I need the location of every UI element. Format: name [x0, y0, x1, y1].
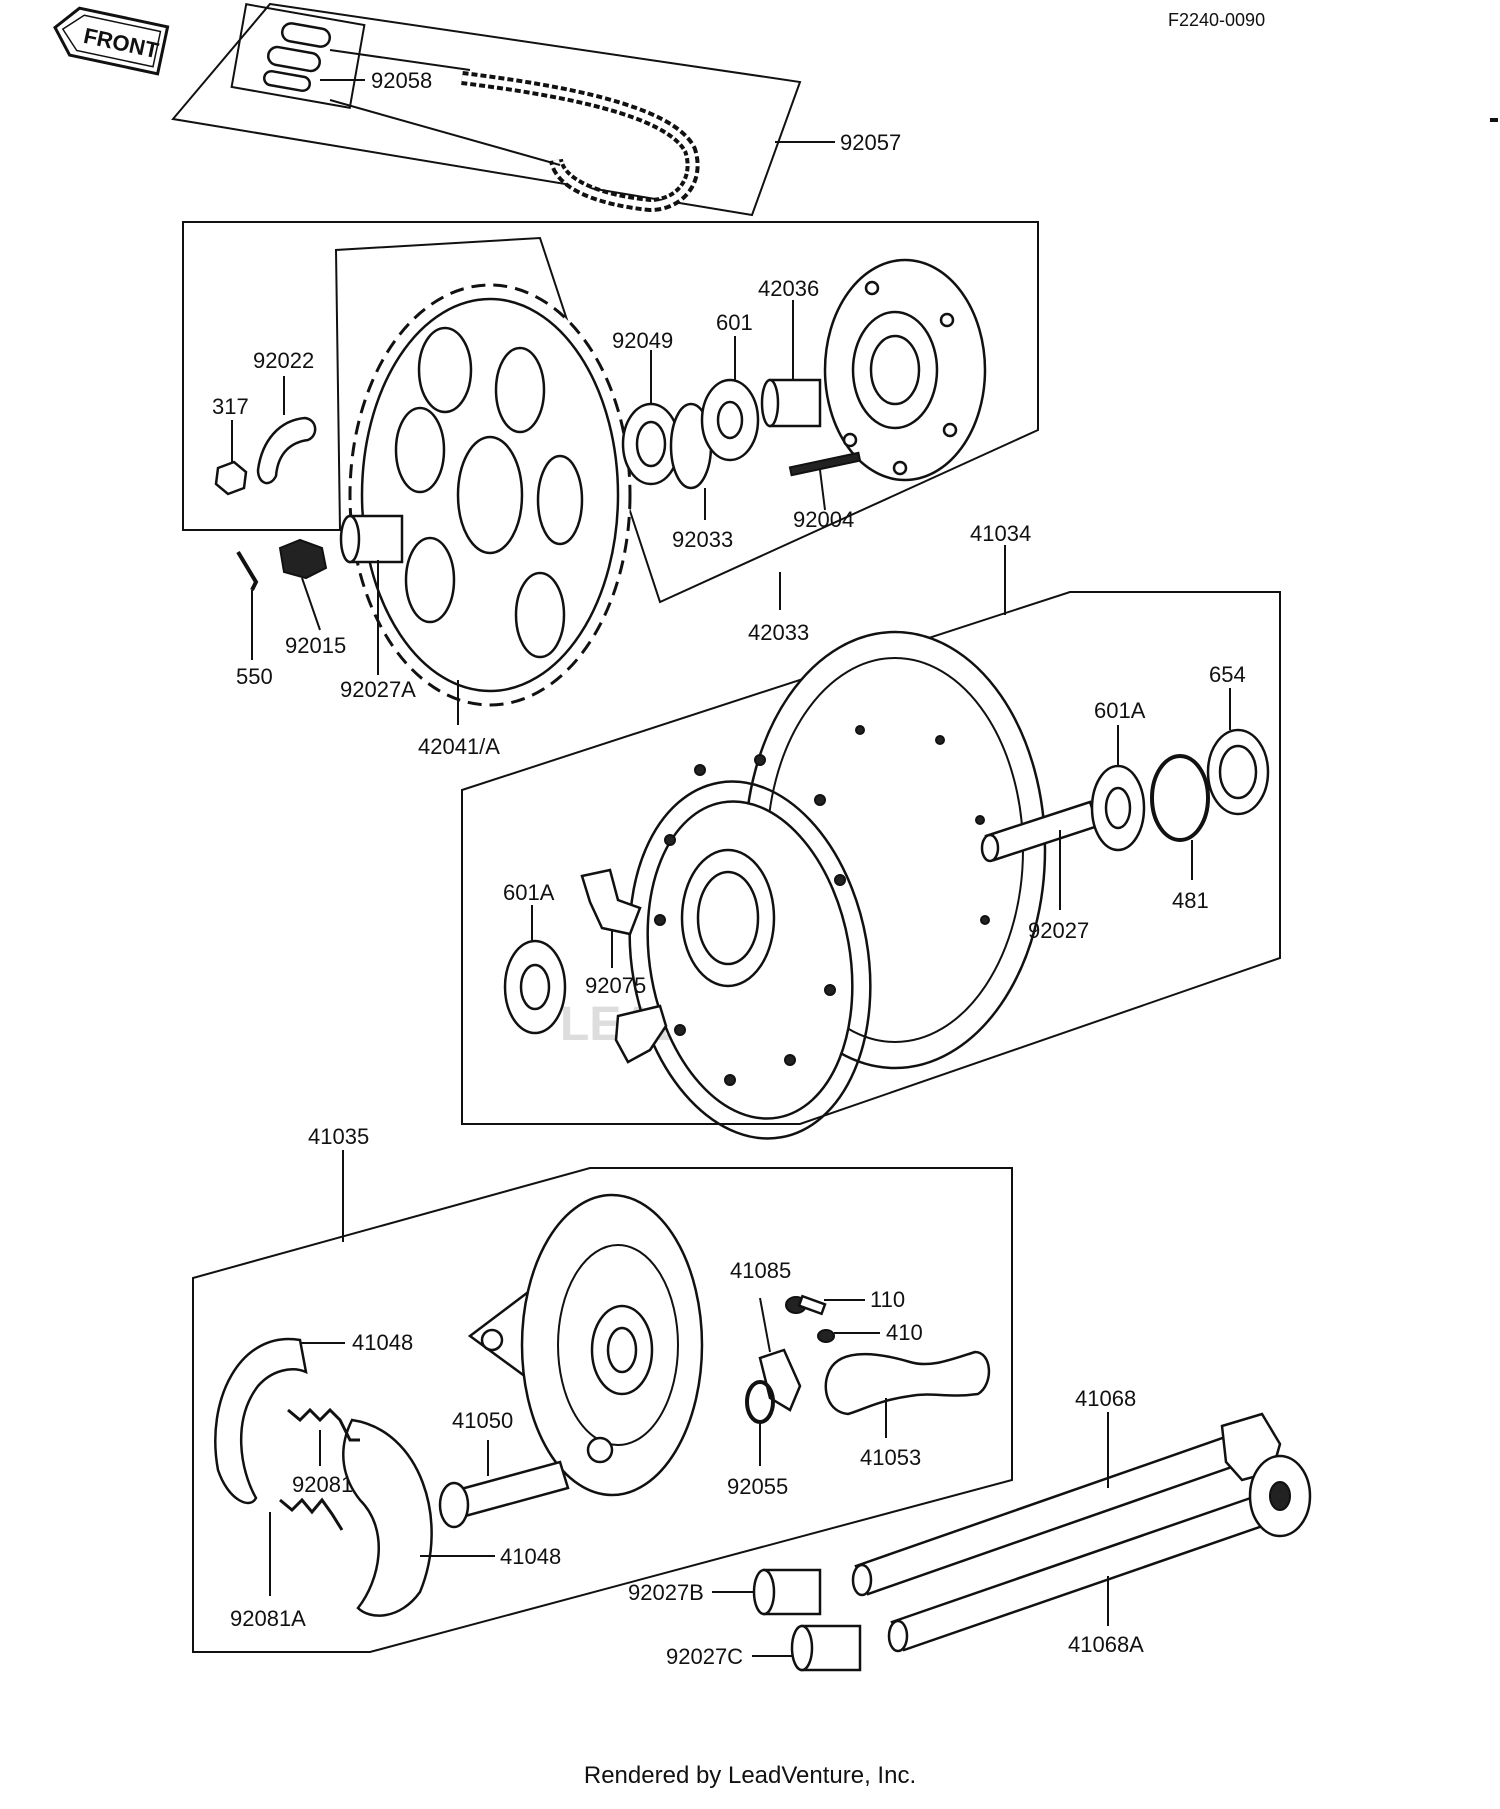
- part-label-41035: 41035: [308, 1124, 369, 1149]
- part-label-41034: 41034: [970, 521, 1031, 546]
- wheel-hub-icon: [628, 630, 1047, 1140]
- edge-mark: [1490, 118, 1498, 122]
- chain-panel-outline: [171, 2, 802, 217]
- seal-ring-icon: [745, 1380, 775, 1424]
- part-label-601A-right: 601A: [1094, 698, 1146, 723]
- washer-icon: [817, 1329, 835, 1343]
- part-label-92081: 92081: [292, 1472, 353, 1497]
- part-label-41085: 41085: [730, 1258, 791, 1283]
- drive-chain-icon: [461, 71, 700, 213]
- ball-bearing-icon: [700, 378, 760, 462]
- leader-line: [329, 99, 561, 166]
- leader-line: [759, 1297, 771, 1353]
- part-label-41068: 41068: [1075, 1386, 1136, 1411]
- brake-spring-icon: [279, 1407, 360, 1531]
- part-label-92033: 92033: [672, 527, 733, 552]
- part-label-92015: 92015: [285, 633, 346, 658]
- brake-shoe-icon: [214, 1337, 433, 1617]
- hub-oil-seal-icon: [1206, 728, 1270, 816]
- part-label-92075: 92075: [585, 973, 646, 998]
- part-label-92022: 92022: [253, 348, 314, 373]
- diagram-code: F2240-0090: [1168, 10, 1265, 30]
- part-label-92027C: 92027C: [666, 1644, 743, 1669]
- stud-icon: [788, 451, 862, 477]
- castle-nut-icon: [278, 538, 328, 580]
- part-label-110: 110: [870, 1287, 905, 1312]
- part-label-92004: 92004: [793, 507, 854, 532]
- wear-indicator-icon: [758, 1348, 802, 1412]
- part-label-654: 654: [1209, 662, 1246, 687]
- part-label-41050: 41050: [452, 1408, 513, 1433]
- part-label-601A-left: 601A: [503, 880, 555, 905]
- part-label-92055: 92055: [727, 1474, 788, 1499]
- right-wheel-bearing-icon: [1090, 764, 1146, 852]
- collar-icon: [339, 514, 404, 564]
- brake-panel-icon: [467, 1193, 704, 1497]
- master-link-icon: [262, 22, 332, 93]
- rear-sprocket-icon: [348, 283, 632, 707]
- part-label-92049: 92049: [612, 328, 673, 353]
- hub-group: 41034 LEADVENTURE 601A: [461, 521, 1281, 1140]
- part-label-92058: 92058: [371, 68, 432, 93]
- part-label-92027A: 92027A: [340, 677, 416, 702]
- axle-collar-c-icon: [790, 1624, 862, 1672]
- hub-panel-outline: [461, 591, 1281, 1125]
- leader-line: [301, 577, 321, 631]
- front-arrow-icon: FRONT: [53, 6, 170, 76]
- cotter-pin-icon: [236, 550, 259, 591]
- brake-cam-lever-icon: [824, 1350, 991, 1416]
- part-label-317: 317: [212, 394, 249, 419]
- coupling-collar-icon: [760, 378, 822, 428]
- part-label-42041A: 42041/A: [418, 734, 500, 759]
- chain-group: 92058 92057: [171, 2, 901, 217]
- sprocket-panel-outline: [182, 221, 1039, 604]
- part-label-41068A: 41068A: [1068, 1632, 1144, 1657]
- part-label-41048-bottom: 41048: [500, 1544, 561, 1569]
- leader-line: [819, 469, 826, 511]
- footer-credit: Rendered by LeadVenture, Inc.: [583, 1762, 917, 1789]
- part-label-481: 481: [1172, 888, 1209, 913]
- part-label-41048-top: 41048: [352, 1330, 413, 1355]
- leader-line: [329, 49, 471, 71]
- left-wheel-bearing-icon: [503, 939, 567, 1035]
- master-link-box: [230, 3, 366, 109]
- axle-group: 41068 41068A 92027B 92027C: [628, 1386, 1312, 1672]
- part-label-92027B: 92027B: [628, 1580, 704, 1605]
- part-label-42033: 42033: [748, 620, 809, 645]
- part-label-92027: 92027: [1028, 918, 1089, 943]
- axle-collar-b-icon: [752, 1568, 822, 1616]
- lock-plate-icon: [256, 416, 317, 485]
- part-label-550: 550: [236, 664, 273, 689]
- part-label-92057: 92057: [840, 130, 901, 155]
- sprocket-group: 92027A 42041/A 317 92022 92015 550 92049…: [182, 221, 1039, 759]
- part-label-410: 410: [886, 1320, 923, 1345]
- brake-cam-icon: [438, 1460, 570, 1529]
- sprocket-coupling-icon: [823, 258, 987, 482]
- part-label-41053: 41053: [860, 1445, 921, 1470]
- part-label-92081A: 92081A: [230, 1606, 306, 1631]
- circlip-icon: [1150, 754, 1210, 842]
- part-label-42036: 42036: [758, 276, 819, 301]
- rear-axle-long-icon: [887, 1454, 1312, 1653]
- wheel-damper-icon: [580, 868, 668, 1064]
- brake-group: 41035 41048 41048 92081 92081A: [192, 1124, 1013, 1653]
- part-label-601: 601: [716, 310, 753, 335]
- nut-icon: [214, 460, 248, 496]
- brake-panel-outline: [192, 1167, 1013, 1653]
- bolt-icon: [785, 1294, 827, 1316]
